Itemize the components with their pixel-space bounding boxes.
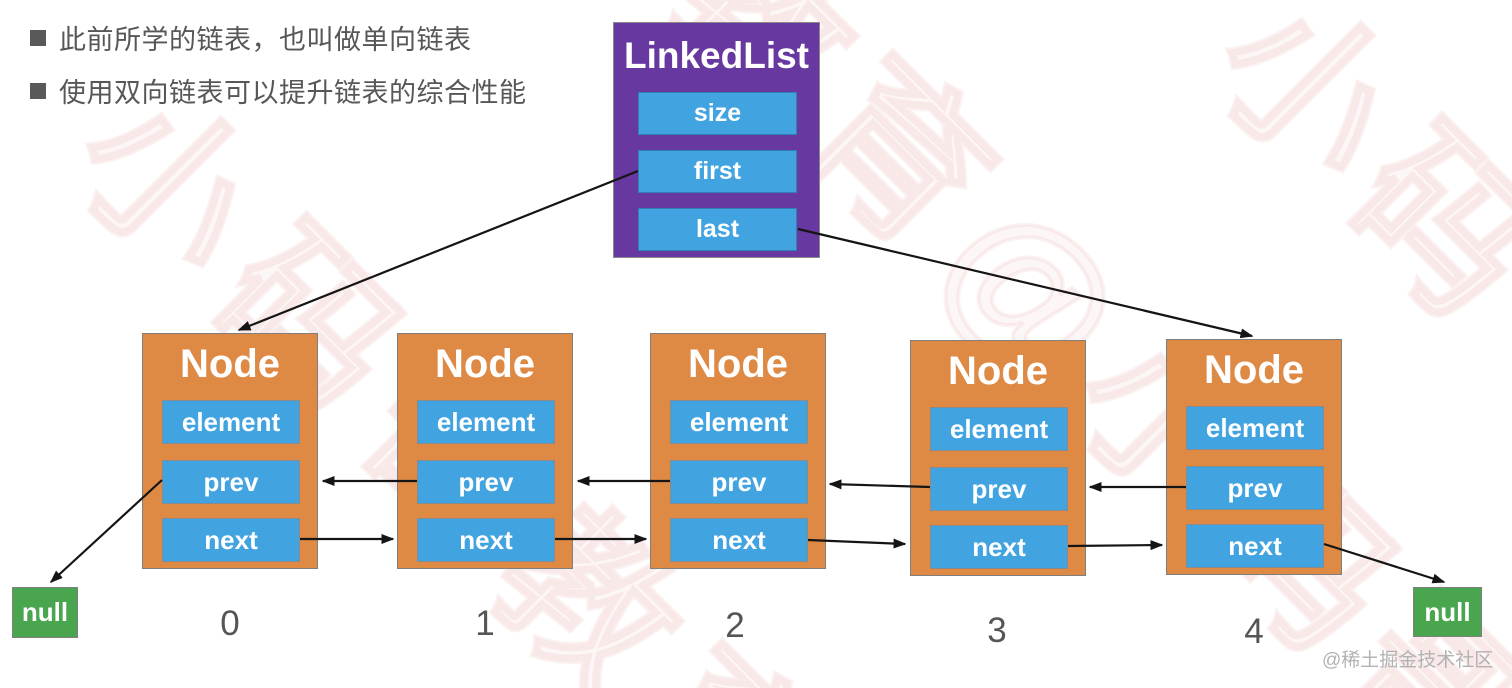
bullet-text: 此前所学的链表，也叫做单向链表 [59,25,472,55]
node-index-label: 1 [475,604,495,643]
linkedlist-field-size: size [638,92,797,135]
linkedlist-field-first: first [638,150,797,193]
arrow-last-to-node4 [797,227,1254,339]
bullet-text: 使用双向链表可以提升链表的综合性能 [59,78,527,108]
linkedlist-box: LinkedList size first last [613,22,820,258]
node-field-element: element [1186,406,1324,450]
node-title: Node [1204,348,1304,392]
node-title: Node [948,349,1048,393]
node-field-element: element [162,400,300,444]
node-field-prev: prev [417,460,555,504]
arrow-node4-next-to-null [1323,542,1446,584]
node-box-1: Node element prev next [397,333,573,569]
node-index-label: 2 [725,606,745,645]
node-index-label: 0 [220,604,240,643]
node-field-element: element [417,400,555,444]
null-box-tail: null [1413,587,1482,637]
node-field-prev: prev [670,460,808,504]
node-box-0: Node element prev next [142,333,318,569]
linkedlist-field-last: last [638,208,797,251]
node-field-next: next [162,518,300,562]
node-field-next: next [1186,524,1324,568]
node-index-label: 3 [987,611,1007,650]
node-field-next: next [417,518,555,562]
background-watermark: 小码 [1178,0,1512,369]
node-box-4: Node element prev next [1166,339,1342,575]
linkedlist-title: LinkedList [623,35,810,76]
bullet-square-icon [30,29,46,46]
node-field-element: element [670,400,808,444]
node-field-next: next [930,525,1068,569]
arrow-first-to-node0 [237,169,639,332]
node-field-element: element [930,407,1068,451]
node-field-prev: prev [930,467,1068,511]
null-box-head: null [12,587,78,638]
bullet-line-2: 使用双向链表可以提升链表的综合性能 [30,71,527,110]
node-field-prev: prev [162,460,300,504]
node-title: Node [180,342,280,386]
node-title: Node [688,342,788,386]
site-credit-watermark: @稀土掘金技术社区 [1322,650,1494,671]
node-index-label: 4 [1244,612,1264,651]
node-box-2: Node element prev next [650,333,826,569]
node-field-next: next [670,518,808,562]
node-field-prev: prev [1186,466,1324,510]
node-title: Node [435,342,535,386]
bullet-line-1: 此前所学的链表，也叫做单向链表 [30,18,472,57]
bullet-square-icon [30,82,46,99]
node-box-3: Node element prev next [910,340,1086,576]
